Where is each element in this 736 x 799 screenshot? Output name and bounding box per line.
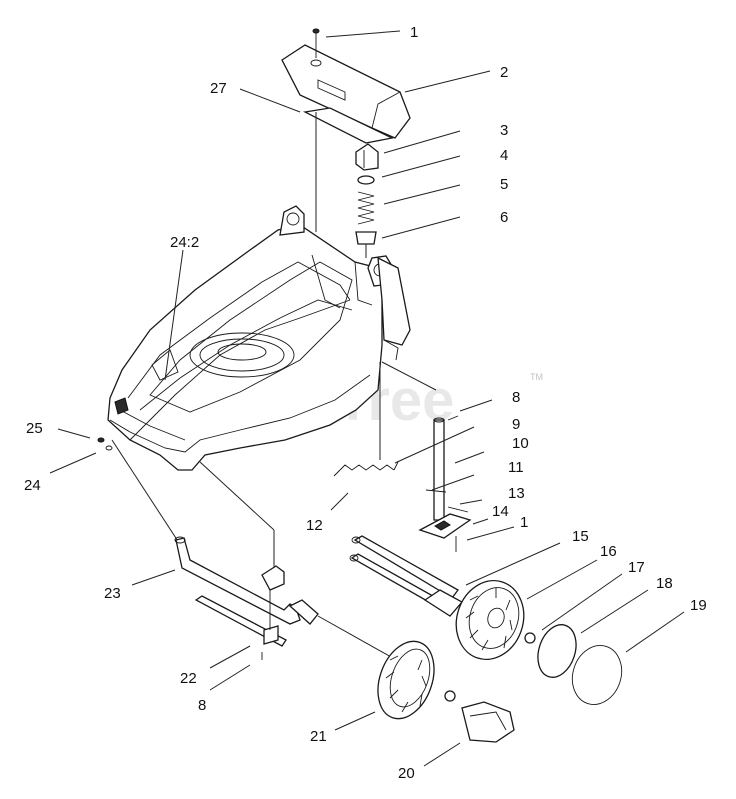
callout-label: 4 [500,147,508,164]
bushing-part [355,231,377,245]
label-plate-part [302,107,395,144]
callout-label: 20 [398,765,415,782]
adjust-plate-part [418,513,472,539]
callout-label: 27 [210,80,227,97]
callout-label: 22 [180,670,197,687]
callout-label: 13 [508,485,525,502]
wheel-cover-part [571,645,623,705]
front-hubcap-part [461,701,515,743]
axle-clip-part [261,565,285,645]
callout-label: 14 [492,503,509,520]
callout-label: 11 [508,459,524,476]
callout-label: 24:2 [170,234,199,251]
leader-lines [49,30,685,767]
handle-cover-part [281,44,411,139]
callout-label: 1 [520,514,528,531]
front-wheel-part [377,640,435,720]
callout-label: 17 [628,559,645,576]
axle-nut-part [524,632,536,644]
callout-label: 18 [656,575,673,592]
callout-label: 6 [500,209,508,226]
screw-top-part [312,28,320,58]
callout-label: 19 [690,597,707,614]
callout-label: 1 [410,24,418,41]
callout-label: 5 [500,176,508,193]
callout-label: 24 [24,477,41,494]
watermark-trademark: TM [530,372,543,382]
callout-label: 12 [306,517,323,534]
rear-bracket-part [377,256,411,361]
callout-label: 25 [26,420,43,437]
washer-part [357,175,375,185]
callout-label: 10 [512,435,529,452]
spring-part [357,191,375,225]
latch-part [355,143,379,171]
callout-labels: 1 2 27 3 4 5 6 24:2 8 25 9 10 24 11 13 1… [24,24,707,782]
rear-axle-part [349,535,464,617]
mower-deck-part [107,205,393,471]
callout-label: 8 [198,697,206,714]
rear-wheel-part [455,579,525,661]
callout-label: 23 [104,585,121,602]
callout-label: 8 [512,389,520,406]
hubcap-part [537,624,577,678]
callout-label: 16 [600,543,617,560]
height-post-part [433,417,445,521]
callout-label: 9 [512,416,520,433]
callout-label: 2 [500,64,508,81]
front-axle-part [174,536,301,647]
callout-label: 15 [572,528,589,545]
callout-label: 21 [310,728,327,745]
extension-spring-part [333,461,399,477]
callout-label: 3 [500,122,508,139]
